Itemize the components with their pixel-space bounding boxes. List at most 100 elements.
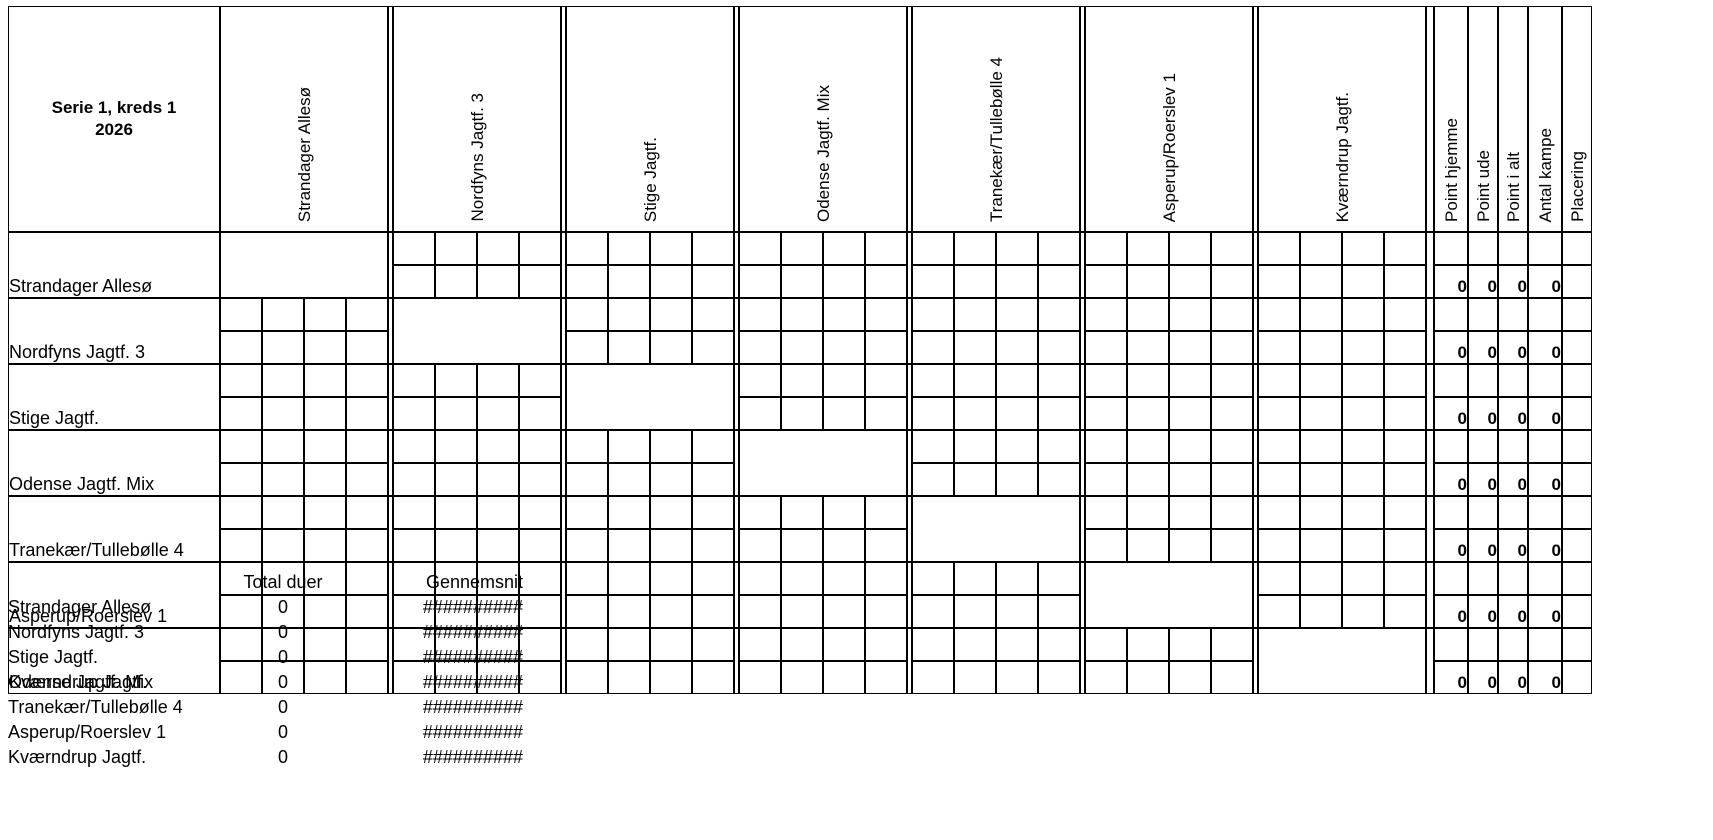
score-cell[interactable] bbox=[692, 331, 734, 364]
score-cell[interactable] bbox=[1384, 430, 1426, 463]
stat-cell-point-i-alt[interactable] bbox=[1498, 232, 1528, 265]
score-cell[interactable] bbox=[650, 463, 692, 496]
score-cell[interactable] bbox=[393, 595, 435, 628]
score-cell[interactable] bbox=[346, 562, 388, 595]
score-cell[interactable] bbox=[996, 232, 1038, 265]
score-cell[interactable] bbox=[519, 628, 561, 661]
score-cell[interactable] bbox=[996, 331, 1038, 364]
score-cell[interactable] bbox=[1127, 265, 1169, 298]
stat-cell-placering[interactable] bbox=[1562, 463, 1592, 496]
team-column-header-5[interactable]: Tranekær/Tullebølle 4 bbox=[912, 6, 1080, 232]
score-cell[interactable] bbox=[566, 562, 608, 595]
score-cell[interactable] bbox=[519, 364, 561, 397]
score-cell[interactable] bbox=[304, 430, 346, 463]
stat-header-point-ude[interactable]: Point ude bbox=[1468, 6, 1498, 232]
score-cell[interactable] bbox=[1258, 298, 1300, 331]
score-cell[interactable] bbox=[519, 397, 561, 430]
score-cell[interactable] bbox=[865, 661, 907, 694]
score-cell[interactable] bbox=[781, 397, 823, 430]
score-cell[interactable] bbox=[304, 628, 346, 661]
score-cell[interactable] bbox=[1038, 364, 1080, 397]
score-cell[interactable] bbox=[912, 661, 954, 694]
score-cell[interactable] bbox=[1127, 430, 1169, 463]
score-cell[interactable] bbox=[519, 529, 561, 562]
score-cell[interactable] bbox=[912, 265, 954, 298]
score-cell[interactable] bbox=[608, 232, 650, 265]
score-cell[interactable] bbox=[1127, 232, 1169, 265]
score-cell[interactable] bbox=[435, 265, 477, 298]
stat-header-point-hjemme[interactable]: Point hjemme bbox=[1434, 6, 1468, 232]
row-label-team-4[interactable]: Odense Jagtf. Mix bbox=[8, 430, 220, 496]
score-cell[interactable] bbox=[865, 595, 907, 628]
score-cell[interactable] bbox=[220, 430, 262, 463]
score-cell[interactable] bbox=[1258, 232, 1300, 265]
score-cell[interactable] bbox=[477, 232, 519, 265]
score-cell[interactable] bbox=[823, 661, 865, 694]
score-cell[interactable] bbox=[912, 562, 954, 595]
score-cell[interactable] bbox=[692, 265, 734, 298]
score-cell[interactable] bbox=[393, 529, 435, 562]
stat-cell-point-hjemme[interactable]: 0 bbox=[1434, 595, 1468, 628]
score-cell[interactable] bbox=[304, 661, 346, 694]
score-cell[interactable] bbox=[1038, 463, 1080, 496]
stat-cell-point-i-alt[interactable]: 0 bbox=[1498, 331, 1528, 364]
score-cell[interactable] bbox=[1258, 529, 1300, 562]
score-cell[interactable] bbox=[435, 595, 477, 628]
score-cell[interactable] bbox=[435, 496, 477, 529]
score-cell[interactable] bbox=[865, 562, 907, 595]
score-cell[interactable] bbox=[996, 595, 1038, 628]
score-cell[interactable] bbox=[1169, 397, 1211, 430]
score-cell[interactable] bbox=[1342, 595, 1384, 628]
score-cell[interactable] bbox=[1342, 430, 1384, 463]
score-cell[interactable] bbox=[650, 496, 692, 529]
score-cell[interactable] bbox=[1384, 232, 1426, 265]
score-cell[interactable] bbox=[1211, 298, 1253, 331]
score-cell[interactable] bbox=[1169, 496, 1211, 529]
score-cell[interactable] bbox=[1211, 430, 1253, 463]
stat-cell-antal-kampe[interactable]: 0 bbox=[1528, 463, 1562, 496]
score-cell[interactable] bbox=[823, 265, 865, 298]
stat-cell-antal-kampe[interactable] bbox=[1528, 430, 1562, 463]
score-cell[interactable] bbox=[954, 430, 996, 463]
score-cell[interactable] bbox=[823, 529, 865, 562]
stat-cell-point-hjemme[interactable] bbox=[1434, 298, 1468, 331]
score-cell[interactable] bbox=[912, 331, 954, 364]
score-cell[interactable] bbox=[566, 298, 608, 331]
score-cell[interactable] bbox=[692, 232, 734, 265]
score-cell[interactable] bbox=[304, 595, 346, 628]
score-cell[interactable] bbox=[996, 430, 1038, 463]
stat-cell-point-ude[interactable]: 0 bbox=[1468, 661, 1498, 694]
score-cell[interactable] bbox=[781, 232, 823, 265]
score-cell[interactable] bbox=[1038, 232, 1080, 265]
score-cell[interactable] bbox=[1211, 628, 1253, 661]
score-cell[interactable] bbox=[262, 463, 304, 496]
score-cell[interactable] bbox=[692, 628, 734, 661]
score-cell[interactable] bbox=[1169, 661, 1211, 694]
stat-cell-point-hjemme[interactable] bbox=[1434, 496, 1468, 529]
score-cell[interactable] bbox=[1300, 232, 1342, 265]
score-cell[interactable] bbox=[1127, 529, 1169, 562]
stat-cell-placering[interactable] bbox=[1562, 331, 1592, 364]
score-cell[interactable] bbox=[823, 331, 865, 364]
stat-cell-point-hjemme[interactable] bbox=[1434, 364, 1468, 397]
stat-cell-point-hjemme[interactable] bbox=[1434, 562, 1468, 595]
score-cell[interactable] bbox=[823, 595, 865, 628]
score-cell[interactable] bbox=[1342, 562, 1384, 595]
score-cell[interactable] bbox=[220, 331, 262, 364]
row-label-team-2[interactable]: Nordfyns Jagtf. 3 bbox=[8, 298, 220, 364]
score-cell[interactable] bbox=[823, 496, 865, 529]
score-cell[interactable] bbox=[954, 595, 996, 628]
score-cell[interactable] bbox=[1085, 397, 1127, 430]
score-cell[interactable] bbox=[608, 628, 650, 661]
score-cell[interactable] bbox=[608, 562, 650, 595]
score-cell[interactable] bbox=[435, 529, 477, 562]
score-cell[interactable] bbox=[781, 562, 823, 595]
stat-cell-placering[interactable] bbox=[1562, 628, 1592, 661]
stat-cell-point-ude[interactable]: 0 bbox=[1468, 463, 1498, 496]
stat-cell-antal-kampe[interactable]: 0 bbox=[1528, 265, 1562, 298]
row-label-team-5[interactable]: Tranekær/Tullebølle 4 bbox=[8, 496, 220, 562]
score-cell[interactable] bbox=[1211, 463, 1253, 496]
score-cell[interactable] bbox=[996, 397, 1038, 430]
score-cell[interactable] bbox=[1300, 529, 1342, 562]
score-cell[interactable] bbox=[996, 298, 1038, 331]
